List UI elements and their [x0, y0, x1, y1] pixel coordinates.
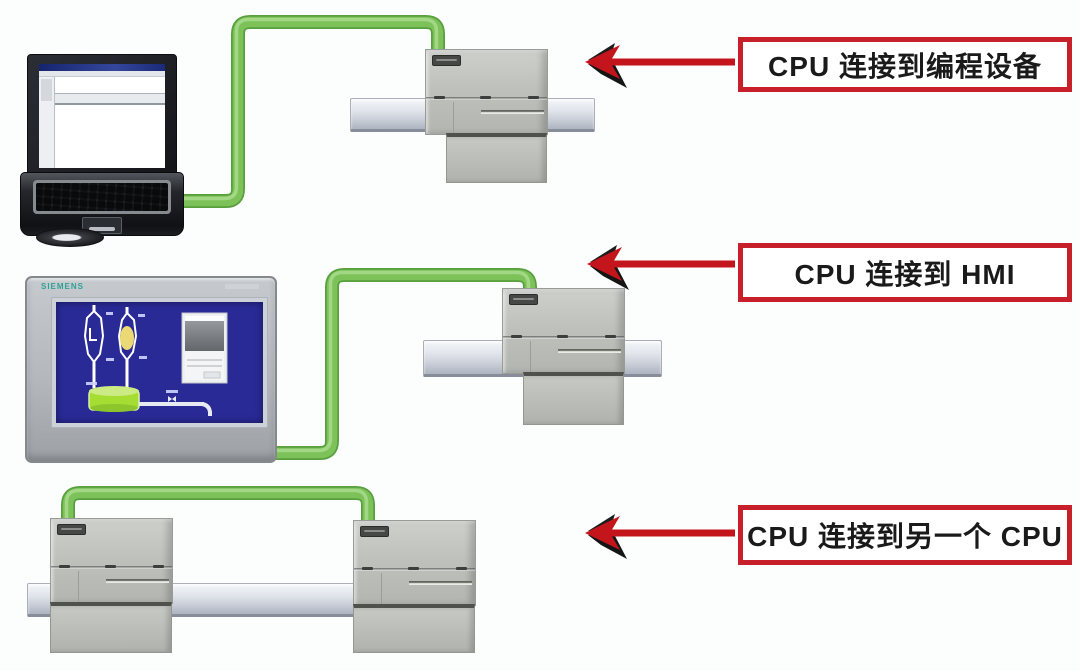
- cable-cpu-to-cpu: [61, 486, 375, 540]
- housing-seam: [78, 571, 79, 602]
- vessel2-fill: [120, 326, 134, 350]
- groove-tick: [408, 567, 419, 570]
- groove-tick: [480, 96, 491, 99]
- groove-tick: [59, 565, 70, 568]
- siemens-nameplate: [509, 294, 538, 305]
- laptop-keyboard: [33, 180, 171, 214]
- left-arrow-icon: [587, 245, 735, 290]
- groove-tick: [557, 335, 568, 338]
- hmi-screen: [56, 302, 263, 423]
- hmi-screen-frame: [51, 297, 268, 428]
- plc-cpu-module-middle: [502, 288, 625, 425]
- laptop-screen: [39, 64, 165, 168]
- app-window-body: [39, 77, 165, 168]
- caption-cpu-to-another-cpu: CPU 连接到另一个 CPU: [738, 505, 1072, 565]
- siemens-logo: SIEMENS: [41, 282, 85, 291]
- app-menubar: [39, 71, 165, 77]
- housing-seam: [453, 102, 454, 133]
- vessel1-level-mark: [89, 328, 97, 341]
- laptop-base: [20, 172, 184, 236]
- app-titlebar: [39, 64, 165, 71]
- groove-tick: [511, 335, 522, 338]
- faceplate-window: [181, 312, 228, 384]
- valve-icon: [168, 396, 176, 402]
- plc-cpu-module-bottom-left: [50, 518, 173, 653]
- app-sidebar: [39, 77, 55, 168]
- outlet-elbow: [201, 402, 212, 416]
- app-workspace: [55, 77, 165, 168]
- tank-bottom: [90, 404, 138, 412]
- caption-cpu-to-hmi: CPU 连接到 HMI: [738, 243, 1072, 302]
- laptop-programming-device: [20, 52, 184, 252]
- groove-tick: [153, 565, 164, 568]
- housing-seam: [530, 341, 531, 372]
- groove-tick: [434, 96, 445, 99]
- status-led-strip: [106, 579, 169, 583]
- hmi-process-graphic: [83, 305, 228, 416]
- siemens-nameplate: [432, 55, 461, 66]
- cable-hmi-to-cpu: [266, 268, 537, 460]
- app-toolbar-band: [55, 93, 165, 105]
- screen-tag-marks: [86, 312, 178, 393]
- keyboard-keys: [36, 183, 168, 211]
- laptop-disc: [36, 228, 104, 247]
- plc-terminal-block: [446, 133, 547, 183]
- siemens-nameplate: [57, 524, 86, 535]
- groove-tick: [456, 567, 467, 570]
- status-led-strip: [558, 349, 621, 353]
- plc-housing: [50, 518, 173, 604]
- plc-cpu-module-top: [425, 49, 548, 183]
- status-led-strip: [481, 110, 544, 114]
- laptop-lid: [27, 54, 177, 178]
- groove-tick: [528, 96, 539, 99]
- groove-tick: [362, 567, 373, 570]
- tank-top: [89, 386, 139, 396]
- siemens-nameplate: [360, 526, 389, 537]
- groove-tick: [605, 335, 616, 338]
- hmi-model-mark: [225, 284, 259, 289]
- status-led-strip: [409, 581, 472, 585]
- plc-terminal-block: [50, 602, 172, 653]
- caption-cpu-to-programming-device: CPU 连接到编程设备: [738, 37, 1072, 92]
- left-arrow-icon: [585, 514, 735, 559]
- groove-tick: [105, 565, 116, 568]
- cable-laptop-to-cpu: [158, 15, 445, 208]
- left-arrow-icon: [585, 43, 735, 88]
- housing-seam: [381, 573, 382, 604]
- plc-housing: [425, 49, 548, 135]
- plc-cpu-module-bottom-right: [353, 520, 476, 653]
- plc-terminal-block: [353, 604, 475, 653]
- plc-terminal-block: [523, 372, 624, 425]
- hmi-touch-panel: SIEMENS: [25, 276, 277, 463]
- plc-housing: [502, 288, 625, 374]
